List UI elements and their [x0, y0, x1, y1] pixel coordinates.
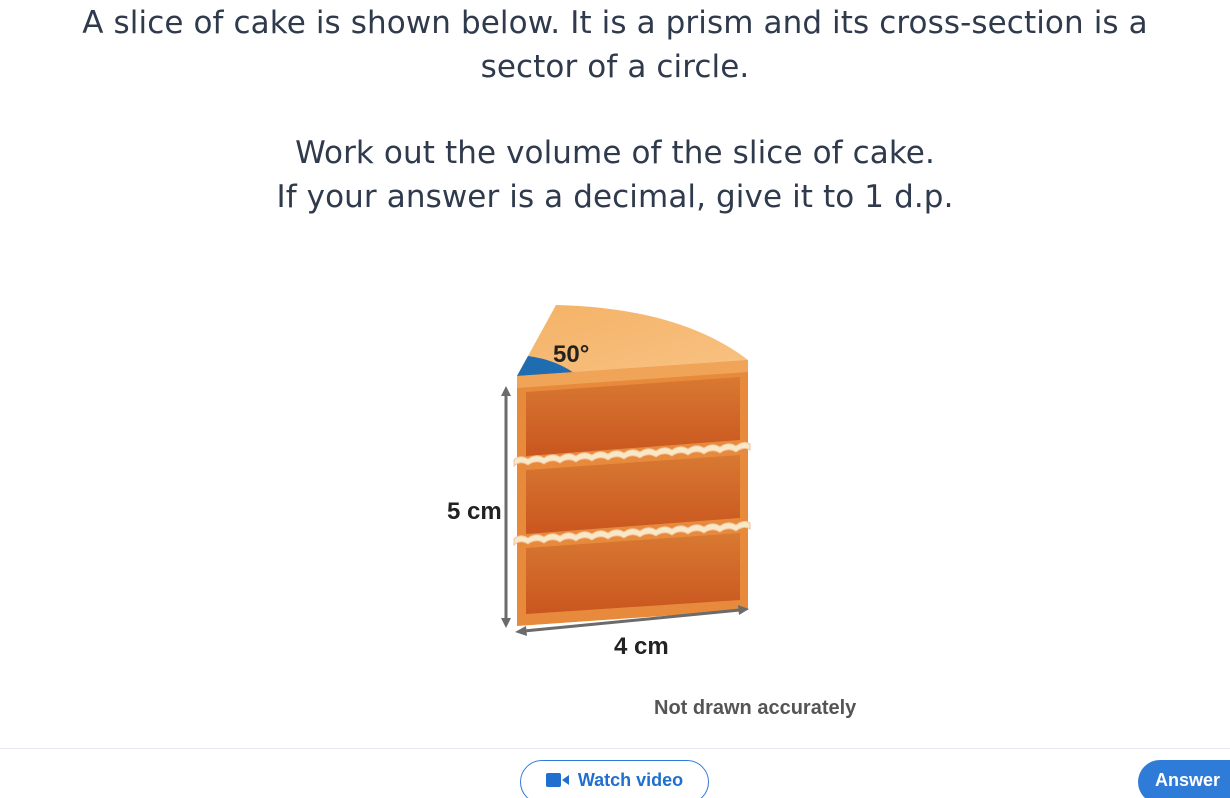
- watch-video-label: Watch video: [577, 769, 684, 790]
- answer-label: Answer: [1155, 769, 1221, 790]
- question-line-2: sector of a circle.: [480, 49, 750, 85]
- answer-button[interactable]: Answer: [1138, 760, 1230, 798]
- cake-top-face: [517, 305, 748, 376]
- height-arrow: [501, 386, 511, 628]
- not-drawn-accurately-note: Not drawn accurately: [654, 697, 857, 719]
- angle-label: 50°: [553, 341, 589, 368]
- footer-divider: [0, 748, 1230, 749]
- cream-layer-upper: [513, 441, 751, 468]
- video-camera-icon: [545, 773, 570, 787]
- length-label: 4 cm: [614, 633, 669, 660]
- watch-video-button[interactable]: Watch video: [520, 760, 709, 798]
- cream-layer-lower: [513, 520, 751, 547]
- question-line-3: Work out the volume of the slice of cake…: [295, 135, 935, 171]
- question-line-4: If your answer is a decimal, give it to …: [276, 179, 954, 215]
- angle-marker: [517, 356, 578, 376]
- cake-layer-bottom: [526, 533, 740, 614]
- length-arrow: [515, 605, 749, 636]
- question-line-1: A slice of cake is shown below. It is a …: [82, 5, 1148, 41]
- cake-layer-middle: [526, 455, 740, 534]
- cake-layer-top: [526, 377, 740, 456]
- height-label: 5 cm: [447, 498, 502, 525]
